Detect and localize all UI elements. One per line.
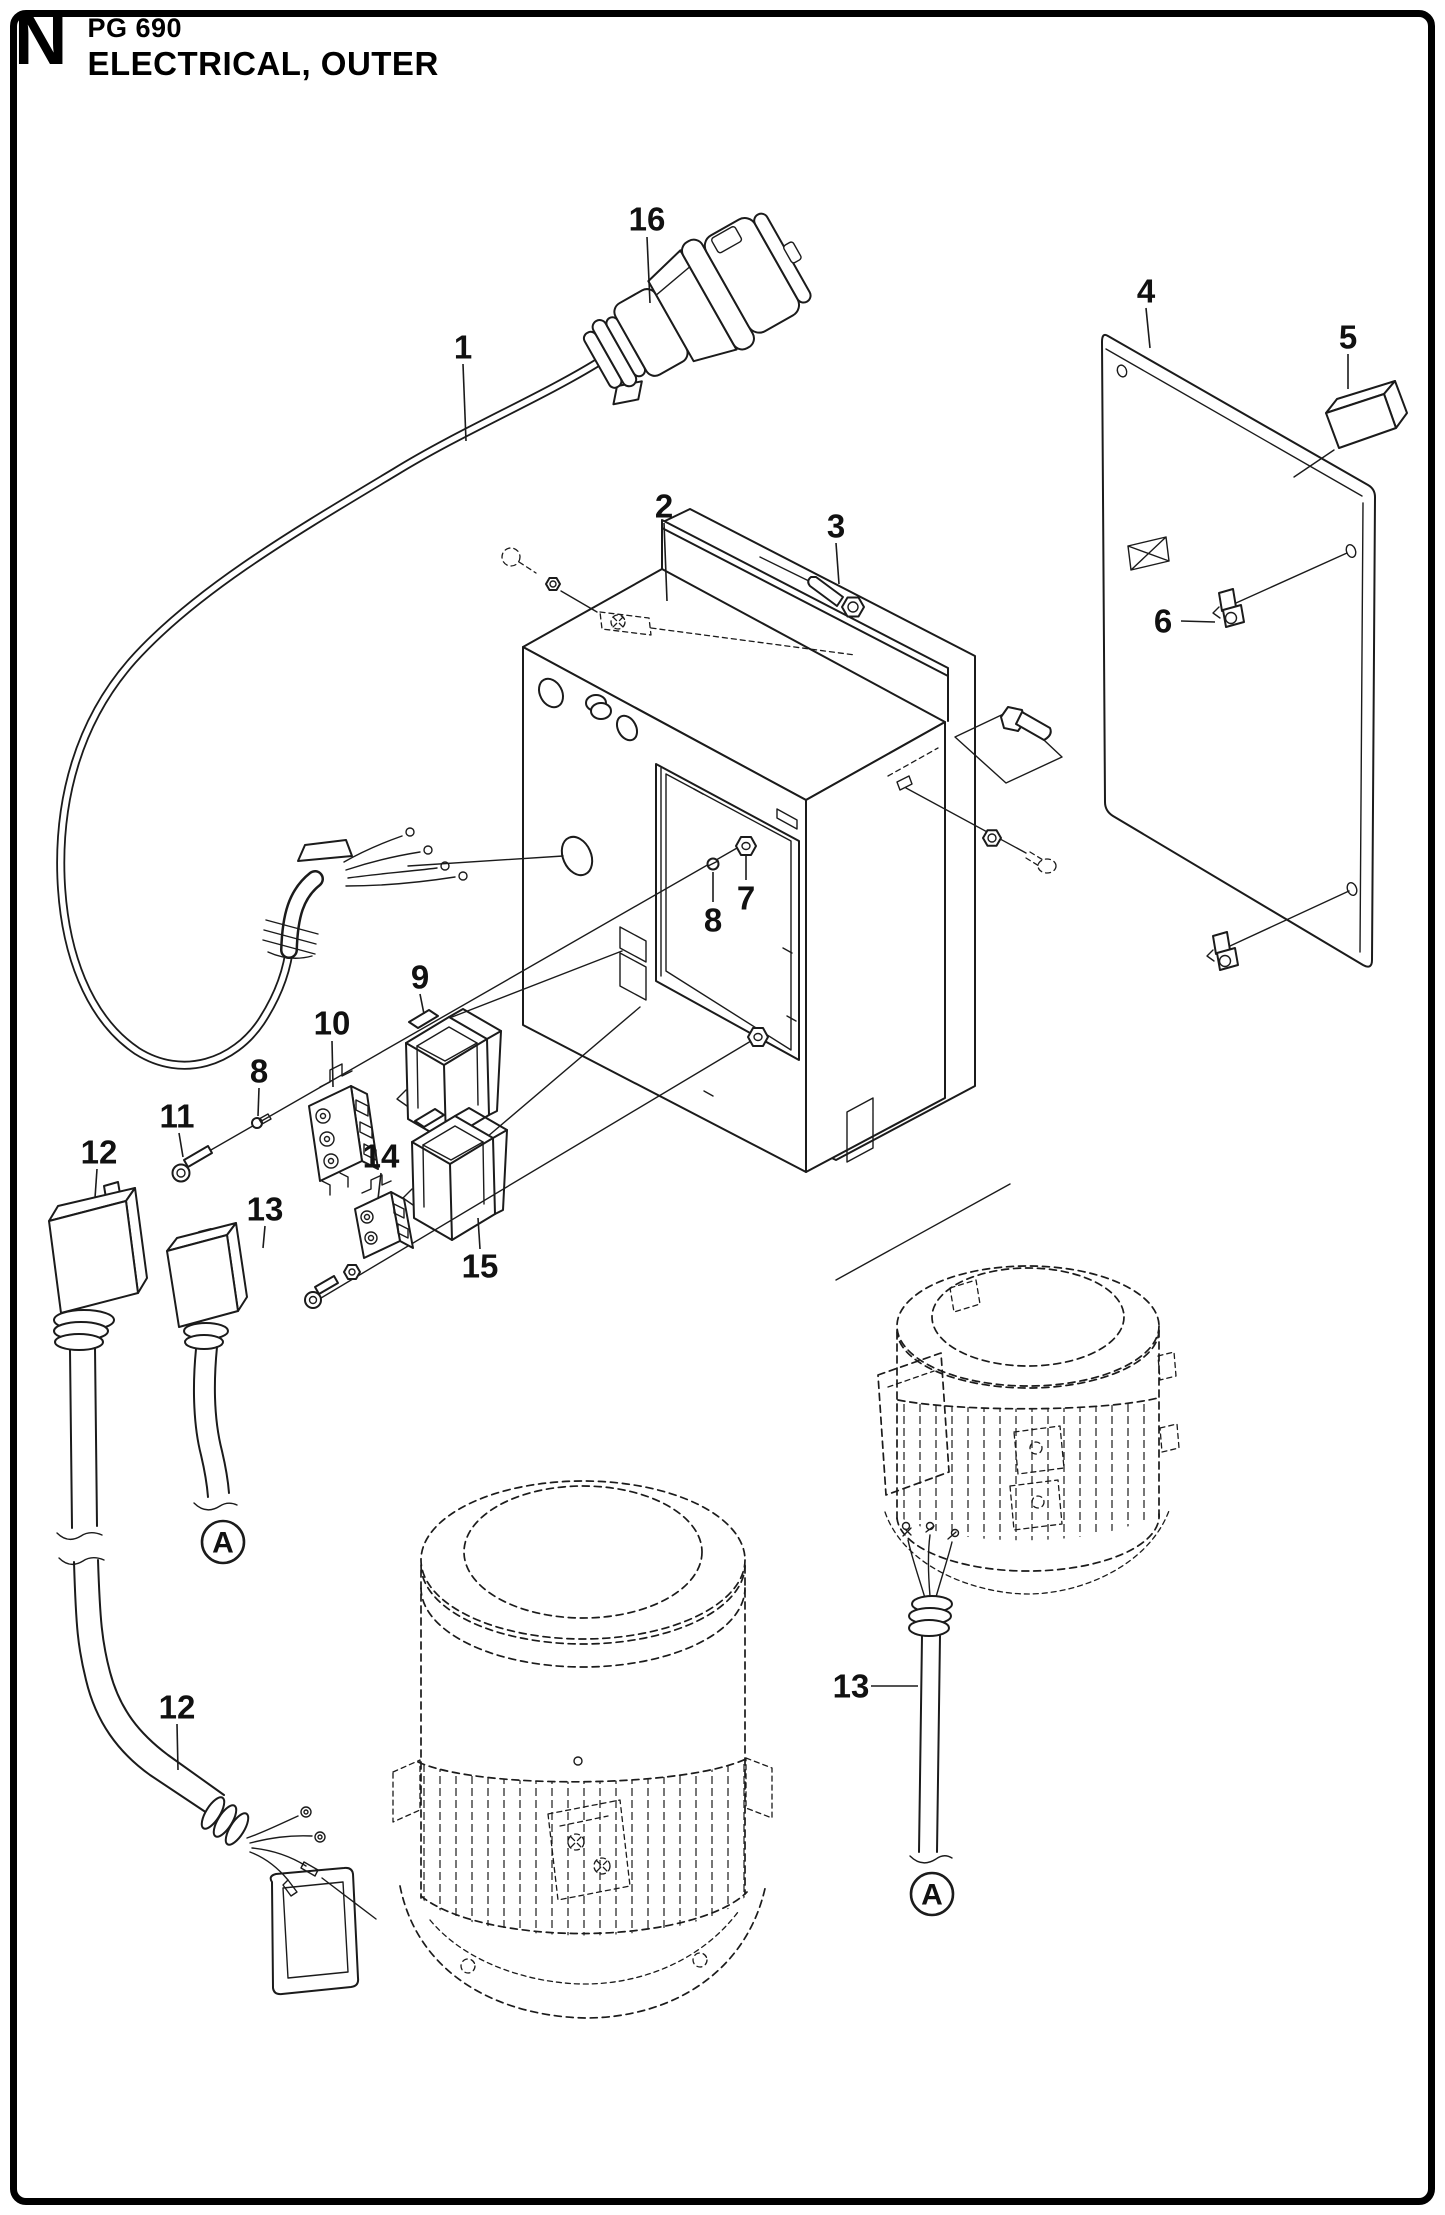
contact-block-14: [354, 1174, 414, 1259]
callout-leader-6: [1180, 620, 1216, 623]
section-letter: N: [14, 0, 68, 80]
cable-clip-lower: [1206, 882, 1358, 971]
panel-outline: [1101, 333, 1376, 968]
screw-8-window: [706, 857, 720, 871]
callout-label-4: 4: [1137, 273, 1156, 310]
nut-lower-window: [747, 1027, 769, 1047]
panel-label-plate: [1127, 536, 1170, 571]
svg-text:A: A: [212, 1527, 234, 1560]
large-motor: [269, 1480, 773, 2019]
callout-label-9: 9: [411, 959, 429, 996]
callout-label-12: 12: [159, 1689, 196, 1726]
callout-leader-13: [262, 1225, 266, 1249]
callout-label-7: 7: [737, 880, 755, 917]
callout-leader-8: [257, 1087, 260, 1117]
cable-13-right-assembly: [901, 1521, 960, 1864]
nut-7: [735, 836, 757, 856]
callout-label-5: 5: [1339, 319, 1357, 356]
cable-entry-hole: [560, 835, 594, 877]
cable-elbow-fitting: [262, 839, 353, 959]
callout-label-11: 11: [160, 1098, 195, 1135]
connector-group: [171, 836, 769, 1309]
power-cable-assembly: [56, 212, 812, 1070]
cable-wires: [343, 827, 468, 887]
callout-label-10: 10: [314, 1005, 351, 1042]
callout-leader-12: [94, 1168, 98, 1199]
callout-leader-1: [462, 363, 467, 442]
callout-leader-10: [331, 1040, 334, 1088]
cable-13-wires: [901, 1521, 960, 1599]
electrical-cabinet: [501, 508, 976, 1173]
callout-leader-14: [377, 1172, 382, 1200]
page-header: N PG 690 ELECTRICAL, OUTER: [14, 0, 439, 83]
callout-label-3: 3: [827, 508, 845, 545]
power-cable: [56, 358, 602, 1070]
callout-leader-layer: [94, 236, 1349, 1771]
callout-label-14: 14: [363, 1138, 400, 1175]
callout-label-2: 2: [655, 488, 673, 525]
motor-foot-plate: [269, 1866, 360, 1996]
callout-label-16: 16: [629, 201, 666, 238]
cabinet-window: [655, 763, 800, 1061]
screw-8-left: [251, 1113, 272, 1129]
cabinet-mount-hardware: [759, 556, 1063, 874]
callout-leader-12: [176, 1723, 179, 1771]
callout-label-8: 8: [250, 1053, 268, 1090]
callout-leader-15: [477, 1217, 481, 1250]
screw-11: [171, 1145, 213, 1183]
panel-fastener-set: [887, 747, 1057, 874]
page-title: ELECTRICAL, OUTER: [87, 45, 439, 82]
detail-marker-A-2: A: [909, 1871, 955, 1917]
callout-leader-16: [646, 236, 651, 304]
detail-marker-layer: AA: [200, 1519, 955, 1917]
callout-leader-3: [835, 542, 840, 585]
callout-label-13: 13: [833, 1668, 870, 1705]
callout-leader-11: [178, 1132, 184, 1158]
callout-label-13: 13: [247, 1191, 284, 1228]
cabinet-right-face: [805, 721, 946, 1173]
cable-13-left-assembly: [166, 1222, 248, 1511]
mains-plug: [582, 212, 812, 406]
svg-text:A: A: [921, 1879, 943, 1912]
callout-leader-4: [1145, 307, 1151, 349]
screw-and-nut-14: [304, 1264, 361, 1309]
callout-leader-9: [419, 993, 425, 1015]
cable-12-wires: [246, 1806, 377, 1920]
callout-label-1: 1: [454, 329, 472, 366]
callout-label-8: 8: [704, 902, 722, 939]
callout-leader-2: [663, 522, 668, 602]
terminal-block-10: [308, 1063, 379, 1196]
connector-housing-lower: [402, 1107, 508, 1241]
bracket-bolt: [954, 706, 1063, 784]
terminal-box: [1293, 380, 1408, 478]
callout-label-15: 15: [462, 1248, 499, 1285]
mounting-panel: [1101, 333, 1408, 971]
callout-label-12: 12: [81, 1134, 118, 1171]
page-border: [10, 10, 1435, 2205]
model-code: PG 690: [87, 13, 183, 43]
detail-marker-A-1: A: [200, 1519, 246, 1565]
cabinet-front-face: [522, 646, 807, 1173]
callout-label-6: 6: [1154, 603, 1172, 640]
cable-12-assembly: [48, 1181, 377, 1920]
hex-bolt-3: [759, 556, 865, 618]
small-motor: [877, 1265, 1180, 1595]
leader-lines: [189, 843, 1011, 1305]
cable-clip-upper: [1212, 544, 1357, 628]
